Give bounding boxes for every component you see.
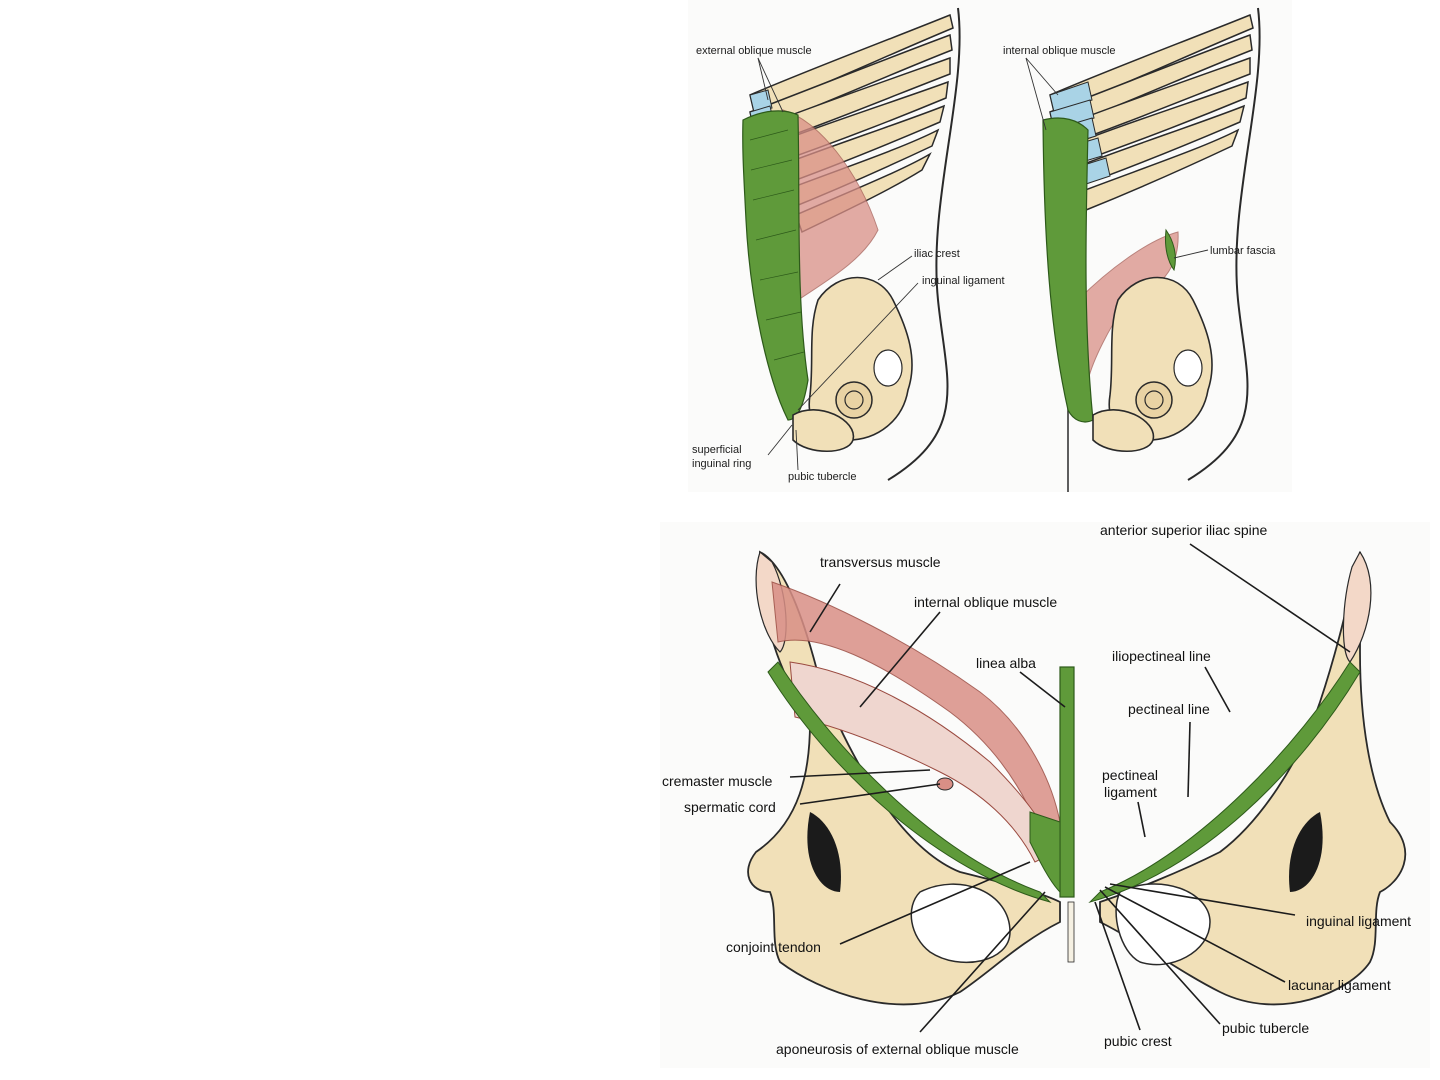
label-lacunar-ligament: lacunar ligament	[1288, 977, 1391, 993]
label-anterior-superior-iliac-spine: anterior superior iliac spine	[1100, 522, 1268, 538]
label-transversus-muscle: transversus muscle	[820, 554, 941, 570]
lumbar-fascia-right	[1165, 228, 1176, 272]
pelvis-left	[792, 276, 913, 452]
label-conjoint-tendon: conjoint tendon	[726, 939, 821, 955]
label-cremaster-muscle: cremaster muscle	[662, 773, 773, 789]
external-oblique-aponeurosis-left	[742, 110, 809, 421]
left-sciatic-notch	[807, 812, 841, 892]
label-internal-oblique-muscle-top: internal oblique muscle	[1003, 45, 1116, 57]
label-pectineal: pectineal	[1102, 767, 1159, 783]
pubic-symphysis	[1067, 901, 1075, 963]
right-lateral-view	[1025, 7, 1261, 492]
linea-alba	[1059, 666, 1075, 898]
label-internal-oblique-muscle: internal oblique muscle	[914, 594, 1058, 610]
label-inguinal-ligament-top: inguinal ligament	[922, 275, 1005, 287]
label-pubic-tubercle: pubic tubercle	[1222, 1020, 1310, 1036]
label-inguinal-ligament: inguinal ligament	[1306, 913, 1412, 929]
internal-oblique-aponeurosis-right	[1042, 117, 1094, 423]
label-spermatic-cord: spermatic cord	[684, 799, 776, 815]
left-lateral-view	[742, 7, 961, 481]
left-inguinal-ligament	[767, 661, 1052, 903]
left-obturator	[910, 883, 1011, 964]
back-contour-right	[1187, 7, 1261, 481]
label-inguinal-ring: inguinal ring	[692, 458, 752, 470]
lateral-views-illustration	[742, 7, 1261, 492]
right-obturator	[1115, 883, 1211, 966]
obturator-left	[873, 349, 903, 387]
label-pubic-crest: pubic crest	[1104, 1033, 1172, 1049]
label-linea-alba: linea alba	[976, 655, 1036, 671]
label-superficial: superficial	[692, 444, 742, 456]
label-pubic-tubercle-top: pubic tubercle	[788, 471, 857, 483]
conjoint-tendon	[1029, 811, 1061, 894]
right-sciatic-notch	[1289, 812, 1323, 892]
label-iliac-crest: iliac crest	[914, 248, 960, 260]
label-external-oblique-muscle: external oblique muscle	[696, 45, 812, 57]
internal-oblique-fleshy-right	[1077, 231, 1179, 381]
acetabulum-left	[835, 381, 873, 419]
back-contour-left	[887, 7, 961, 481]
lateral-abdominal-wall-figure: external oblique muscle iliac crest ingu…	[688, 0, 1292, 492]
right-asis-cartilage	[1342, 550, 1372, 663]
obturator-right	[1173, 349, 1203, 387]
label-aponeurosis-external-oblique: aponeurosis of external oblique muscle	[776, 1041, 1019, 1057]
ribcage-right	[1049, 13, 1254, 211]
pelvis-right	[1092, 276, 1213, 452]
label-iliopectineal-line: iliopectineal line	[1112, 648, 1211, 664]
anterior-pelvis-illustration	[747, 543, 1407, 1033]
inguinal-region-figure: anterior superior iliac spine transversu…	[660, 522, 1430, 1068]
label-pectineal-line: pectineal line	[1128, 701, 1210, 717]
label-lumbar-fascia: lumbar fascia	[1210, 245, 1276, 257]
leader-lines	[789, 543, 1351, 1033]
acetabulum-right	[1135, 381, 1173, 419]
label-ligament: ligament	[1104, 784, 1157, 800]
right-inguinal-ligament	[1088, 661, 1361, 903]
